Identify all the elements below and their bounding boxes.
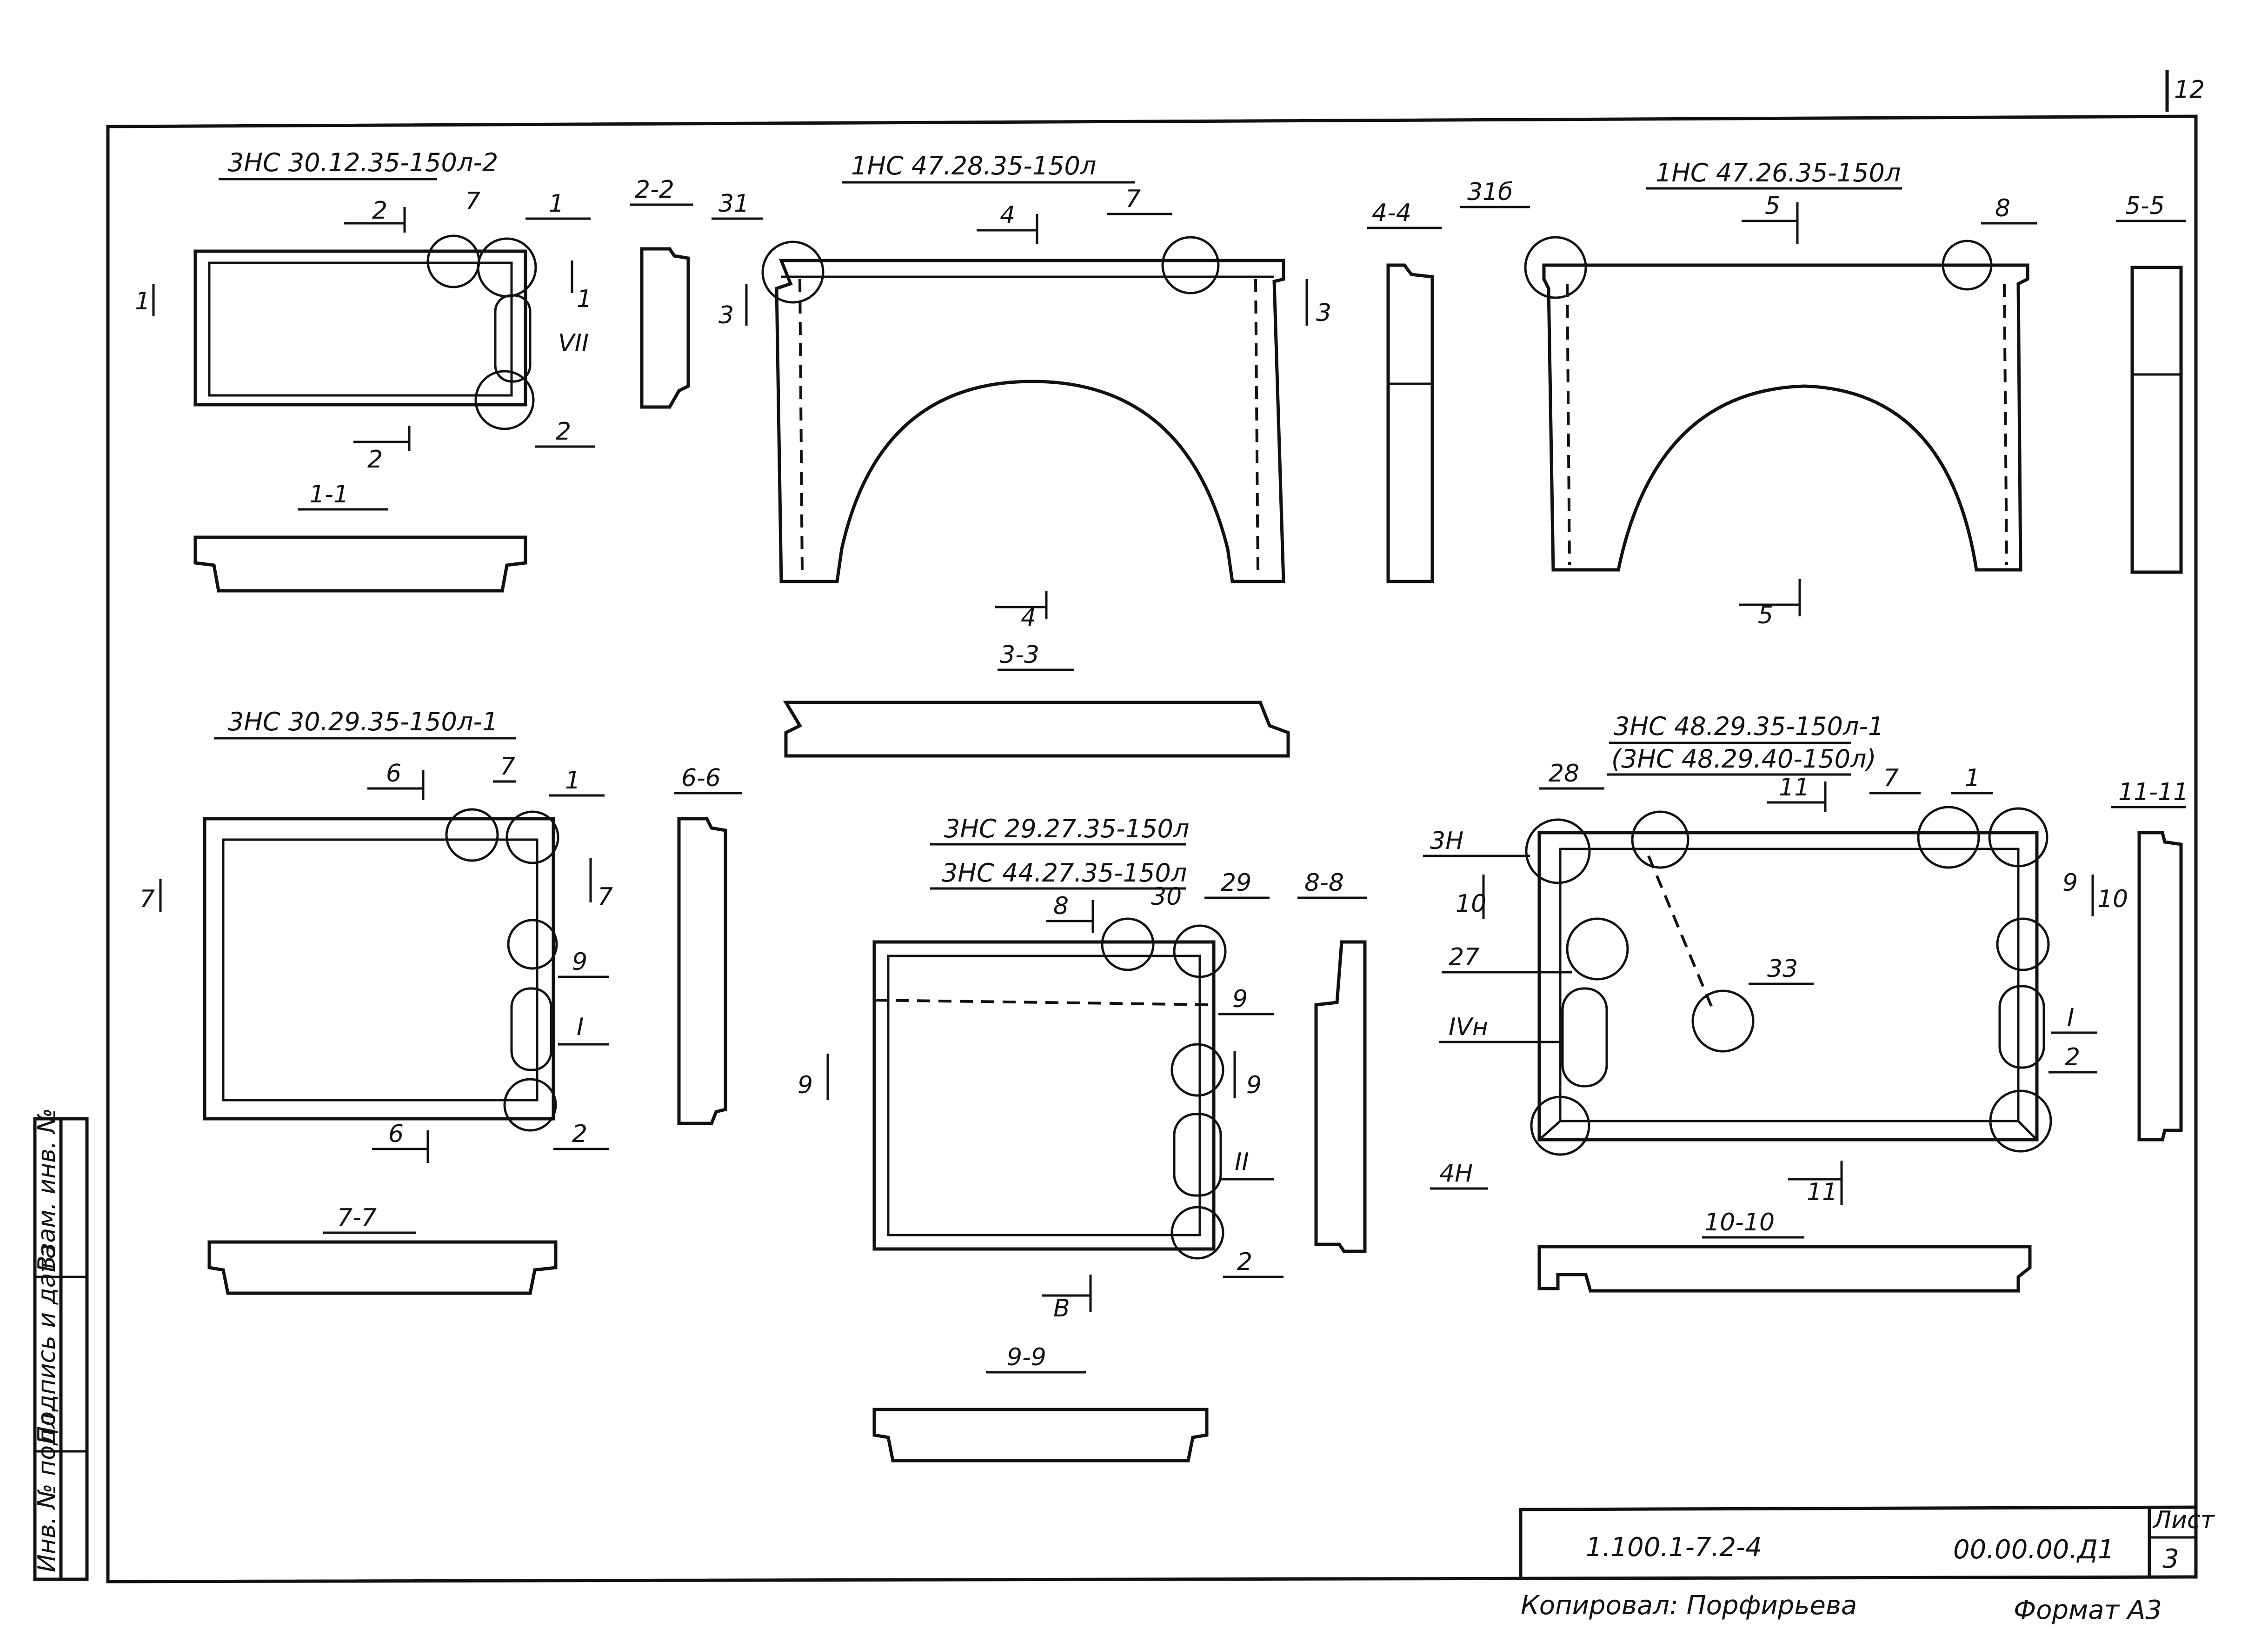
corner-sheet-number: 12 (2174, 76, 2205, 104)
f-callout-1: 1 (1965, 764, 1980, 792)
d-callout-9: 9 (572, 948, 587, 976)
d-callout-2: 2 (572, 1120, 587, 1148)
e-section-h-bottom: В (1053, 1295, 1070, 1322)
stamp-sign-date: Подпись и дата (33, 1244, 61, 1444)
a-callout-VII: VII (558, 329, 589, 357)
d-section-v-left: 7 (140, 885, 155, 913)
d-callout-I: I (577, 1013, 584, 1041)
e-callout-29: 29 (1221, 869, 1251, 897)
title-block-series: 1.100.1-7.2-4 (1586, 1532, 1762, 1563)
a-section-h-top: 2 (372, 197, 387, 225)
b-section-h-bottom: 4 (1021, 604, 1036, 632)
f-section-v-left: 10 (1456, 890, 1486, 918)
element-a-title: 3НС 30.12.35-150л-2 (228, 148, 498, 177)
f-callout-7: 7 (1883, 764, 1899, 792)
f-callout-3N: 3Н (1430, 827, 1463, 855)
f-callout-33: 33 (1767, 955, 1798, 983)
element-c: 1НС 47.26.35-150л 31б 8 5 5 5-5 (1460, 158, 2186, 629)
d-callout-1: 1 (565, 767, 580, 795)
element-b-title: 1НС 47.28.35-150л (851, 151, 1096, 180)
a-callout-1: 1 (549, 190, 564, 218)
f-sec-11-11-label: 11-11 (2118, 778, 2188, 806)
element-f-title-2: (3НС 48.29.40-150л) (1611, 744, 1876, 774)
e-sec-9-9-label: 9-9 (1007, 1343, 1046, 1371)
element-a: 3НС 30.12.35-150л-2 2 2 1 1 7 1 VII 2 2-… (135, 148, 693, 593)
e-section-v-right: 9 (1246, 1071, 1262, 1099)
title-block: 1.100.1-7.2-4 00.00.00.Д1 Лист 3 (1519, 1505, 2215, 1579)
b-sec-3-3-label: 3-3 (1000, 641, 1039, 669)
element-b: 1НС 47.28.35-150л 31 7 4 4 3 3 4-4 3-3 (712, 151, 1442, 758)
footer-copied-by: Копировал: Порфирьева (1521, 1590, 1857, 1621)
stamp-replace-inv: Взам. инв. № (33, 1108, 61, 1272)
element-f: 3НС 48.29.35-150л-1 (3НС 48.29.40-150л) … (1423, 712, 2188, 1293)
title-block-code: 00.00.00.Д1 (1953, 1535, 2115, 1565)
f-section-h-bottom: 11 (1807, 1178, 1837, 1206)
b-section-v-right: 3 (1316, 299, 1331, 327)
sheet-frame: 12 (106, 70, 2205, 1583)
c-section-h-top: 5 (1765, 192, 1780, 220)
f-callout-9: 9 (2062, 869, 2078, 897)
b-callout-7: 7 (1125, 185, 1141, 213)
side-stamp: Инв. № подл. Подпись и дата Взам. инв. № (33, 1108, 89, 1581)
stamp-inv-no: Инв. № подл. (33, 1405, 61, 1572)
element-f-title-1: 3НС 48.29.35-150л-1 (1614, 712, 1884, 741)
d-section-h-bottom: 6 (388, 1120, 404, 1148)
a-callout-7: 7 (465, 187, 480, 215)
d-callout-7: 7 (500, 753, 515, 781)
d-section-v-right: 7 (598, 883, 613, 911)
e-callout-30: 30 (1151, 883, 1182, 911)
f-callout-IVn: IVн (1449, 1013, 1488, 1041)
a-sec-1-1-label: 1-1 (309, 481, 349, 508)
f-sec-10-10-label: 10-10 (1704, 1209, 1775, 1236)
e-callout-2: 2 (1237, 1248, 1252, 1276)
element-e-title-1: 3НС 29.27.35-150л (944, 814, 1189, 843)
b-section-v-left: 3 (718, 301, 734, 329)
d-sec-6-6-label: 6-6 (681, 764, 721, 792)
d-section-h-top: 6 (386, 760, 401, 788)
a-section-h-bottom: 2 (367, 446, 383, 474)
title-block-sheet-label: Лист (2152, 1506, 2215, 1534)
e-section-v-left: 9 (798, 1071, 813, 1099)
title-block-sheet-value: 3 (2162, 1544, 2179, 1574)
element-e-title-2: 3НС 44.27.35-150л (942, 858, 1187, 888)
c-sec-5-5-label: 5-5 (2125, 192, 2165, 220)
footer-format: Формат А3 (2014, 1595, 2162, 1625)
c-callout-8: 8 (1995, 194, 2010, 222)
element-c-title: 1НС 47.26.35-150л (1656, 158, 1901, 187)
f-callout-28: 28 (1549, 760, 1579, 788)
a-section-v-right: 1 (577, 285, 592, 313)
f-callout-27: 27 (1449, 943, 1479, 971)
a-callout-2: 2 (556, 418, 571, 446)
f-section-v-right: 10 (2097, 885, 2128, 913)
b-callout-31: 31 (718, 190, 749, 218)
element-d-title: 3НС 30.29.35-150л-1 (228, 707, 498, 736)
c-callout-31b: 31б (1467, 178, 1513, 206)
d-sec-7-7-label: 7-7 (337, 1204, 377, 1232)
e-callout-II: II (1235, 1148, 1249, 1176)
b-section-h-top: 4 (1000, 201, 1015, 229)
f-section-h-top: 11 (1779, 774, 1809, 801)
e-sec-8-8-label: 8-8 (1304, 869, 1344, 897)
f-callout-4N: 4Н (1439, 1160, 1473, 1188)
a-sec-2-2-label: 2-2 (635, 176, 674, 204)
c-section-h-bottom: 5 (1758, 601, 1773, 629)
a-section-v-left: 1 (135, 287, 150, 315)
f-callout-I: I (2067, 1004, 2074, 1032)
b-sec-4-4-label: 4-4 (1372, 199, 1411, 227)
e-section-h-top: 8 (1053, 892, 1069, 920)
element-e: 3НС 29.27.35-150л 3НС 44.27.35-150л 8 В … (798, 814, 1367, 1463)
f-callout-2: 2 (2065, 1043, 2080, 1071)
element-d: 3НС 30.29.35-150л-1 6 6 7 7 7 1 9 I 2 6-… (140, 707, 742, 1295)
e-callout-9: 9 (1232, 985, 1248, 1013)
